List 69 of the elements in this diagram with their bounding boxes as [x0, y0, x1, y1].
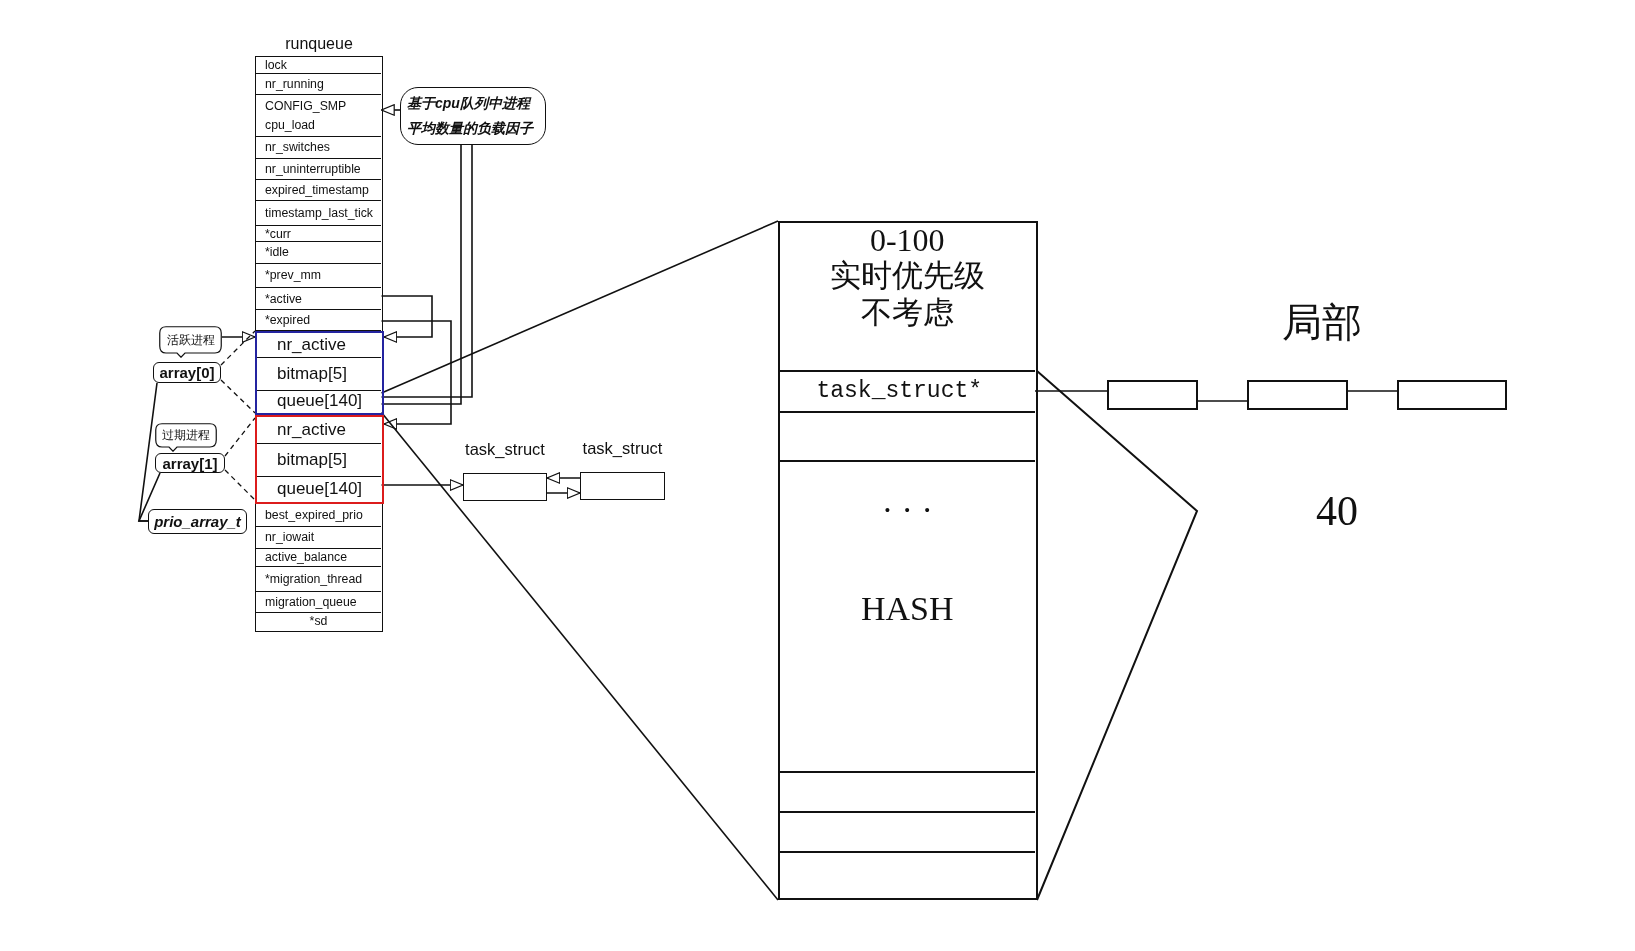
annotation-text: 40 [1316, 487, 1358, 535]
connector-line [380, 411, 779, 901]
field-name: nr_switches [265, 140, 330, 155]
field-name: *expired [265, 312, 311, 327]
field-name: nr_uninterruptible [265, 161, 361, 176]
field-name: nr_active [277, 419, 346, 440]
bubble-text: 活跃进程 [166, 332, 215, 347]
highlight-box [254, 330, 384, 415]
tag-label [148, 509, 247, 534]
tag-text: array[0] [159, 364, 215, 381]
field-name: active_balance [265, 550, 348, 564]
row-text: HASH [860, 589, 954, 629]
list-node-box [1247, 380, 1348, 410]
callout-box [400, 87, 546, 145]
connector-line [1197, 400, 1248, 402]
field-name: cpu_load [265, 117, 315, 132]
arrow [546, 472, 581, 484]
connector-line [138, 382, 158, 522]
field-name: nr_active [277, 334, 346, 355]
dashed-line [220, 330, 256, 366]
highlight-box [254, 414, 384, 504]
field-name: *migration_thread [265, 571, 363, 586]
list-node-box [1107, 380, 1198, 410]
row-text: 0-100 [869, 223, 945, 257]
tag-text: prio_array_t [154, 513, 241, 530]
arrow [546, 487, 581, 499]
tag-text: array[1] [162, 454, 218, 472]
connector-line [380, 220, 779, 394]
arrow [380, 104, 401, 116]
bubble-text: 过期进程 [162, 428, 210, 442]
table-row [256, 226, 381, 242]
tag-label [155, 453, 225, 473]
field-name: migration_queue [265, 594, 357, 609]
row-text: · · · [881, 495, 933, 525]
field-name: expired_timestamp [265, 182, 369, 197]
field-name: bitmap[5] [277, 449, 347, 470]
arrow [380, 295, 433, 343]
field-name: queue[140] [277, 391, 363, 412]
field-name: *active [265, 291, 302, 306]
dashed-line [224, 469, 256, 501]
field-name: bitmap[5] [277, 364, 347, 384]
dashed-line [220, 379, 256, 414]
field-name: *curr [265, 226, 291, 241]
connector-line [137, 472, 161, 522]
dashed-line [224, 417, 256, 457]
connector-line [1034, 390, 1108, 392]
field-name: queue[140] [277, 478, 363, 499]
field-name: timestamp_last_tick [265, 206, 373, 220]
priority-table [778, 221, 1038, 900]
callout-text: 基于cpu队列中进程平均数量的负载因子 [407, 94, 535, 138]
row-text: task_struct* [816, 378, 983, 404]
field-name: *idle [265, 245, 289, 260]
field-name: nr_running [265, 76, 324, 91]
list-node-box [1397, 380, 1507, 410]
arrow [221, 331, 256, 343]
field-name: nr_iowait [265, 530, 315, 544]
row-text: 实时优先级不考虑 [828, 257, 986, 331]
table-title: runqueue [285, 33, 353, 53]
field-name: *prev_mm [265, 268, 322, 283]
box-label: task_struct [465, 440, 545, 459]
field-name: CONFIG_SMP [265, 99, 347, 113]
field-name: best_expired_prio [265, 507, 363, 522]
field-name: *sd [309, 614, 328, 628]
tag-label [153, 362, 221, 383]
field-name: lock [265, 57, 287, 72]
connector-line [1347, 390, 1398, 392]
arrow [380, 320, 452, 430]
annotation-text: 局部 [1282, 300, 1362, 346]
box-label: task_struct [582, 439, 663, 458]
